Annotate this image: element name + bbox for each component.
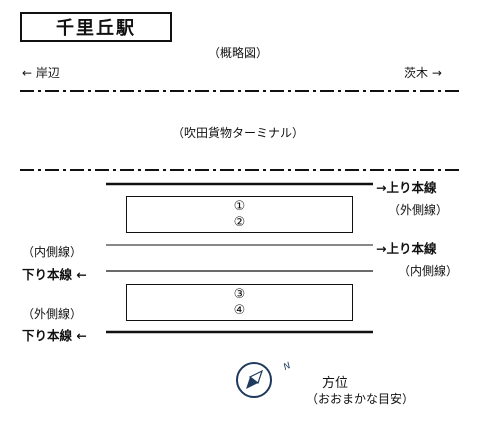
inner-line-label-right: （内側線） [398, 264, 459, 278]
track-number: ① [233, 198, 246, 214]
outer-line-label-right: （外側線） [388, 203, 449, 217]
up-main-label-2: →上り本線 [376, 241, 437, 256]
compass-icon [236, 362, 272, 398]
down-main-label-1: 下り本線 ← [22, 267, 87, 282]
station-title-box: 千里丘駅 [20, 12, 172, 42]
up-main-label-1: →上り本線 [376, 180, 437, 195]
diagram-note: （概略図） [208, 46, 269, 60]
compass-note: （おおまかな目安） [306, 392, 415, 406]
direction-right-label: 茨木 → [404, 66, 442, 80]
track-number: ② [233, 214, 246, 230]
inner-line-label-left: （内側線） [22, 245, 83, 259]
track-number: ③ [233, 286, 246, 302]
freight-terminal-label: （吹田貨物ターミナル） [172, 126, 305, 140]
track-number: ④ [233, 302, 246, 318]
platform-1-2: ① ② [126, 196, 353, 233]
station-title: 千里丘駅 [56, 18, 136, 39]
compass-label: 方位 [322, 376, 349, 391]
direction-left-label: ← 岸辺 [22, 66, 60, 80]
down-main-label-2: 下り本線 ← [22, 328, 87, 343]
platform-3-4: ③ ④ [126, 284, 353, 321]
outer-line-label-left: （外側線） [22, 307, 83, 321]
